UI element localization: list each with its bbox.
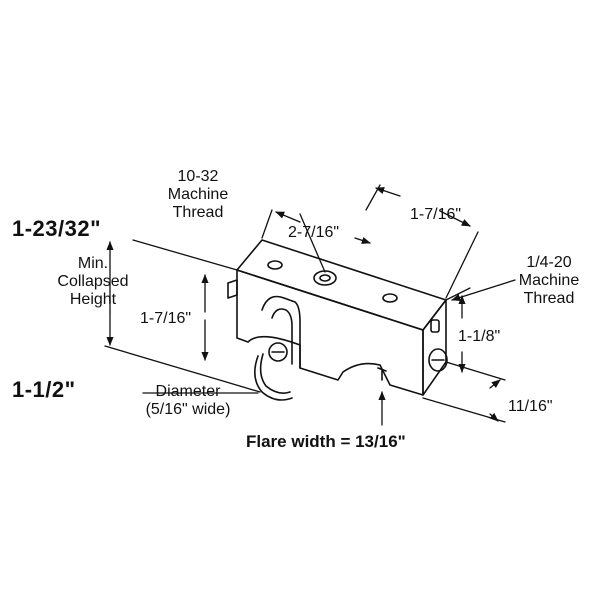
max-height-label: 1-23/32" — [12, 216, 102, 241]
flare-width-label: Flare width = 13/16" — [246, 432, 406, 451]
span-2-7-16-label: 2-7/16" — [288, 224, 340, 241]
housing-top-face — [236, 239, 447, 331]
min-collapsed-height-label: Min. Collapsed Height — [57, 255, 129, 308]
roller-wheel — [254, 355, 293, 401]
housing-end-face — [422, 299, 447, 396]
end-tab — [430, 319, 440, 333]
mounting-hole-right — [382, 293, 398, 303]
adjustment-screw — [268, 342, 288, 362]
adjustment-slot — [261, 295, 301, 369]
side-1-7-16-label: 1-7/16" — [140, 310, 192, 327]
threaded-hole-10-32 — [313, 270, 337, 286]
mounting-hole-left — [267, 260, 283, 270]
wheel-diameter-label: 1-1/2" — [12, 377, 76, 402]
roller-housing — [227, 239, 448, 401]
thread-1-4-20-label: 1/4-20 Machine Thread — [518, 254, 580, 307]
span-1-7-16-top-label: 1-7/16" — [410, 206, 462, 223]
side-1-1-8-label: 1-1/8" — [458, 328, 501, 345]
end-screw-1-4-20 — [428, 348, 448, 372]
housing-front-face — [236, 269, 424, 396]
dimension-lines — [104, 184, 516, 426]
diameter-note: Diameter (5/16" wide) — [145, 383, 231, 418]
leader-10-32 — [299, 213, 326, 273]
thread-10-32-label: 10-32 Machine Thread — [167, 168, 229, 221]
depth-11-16-label: 11/16" — [508, 398, 553, 415]
